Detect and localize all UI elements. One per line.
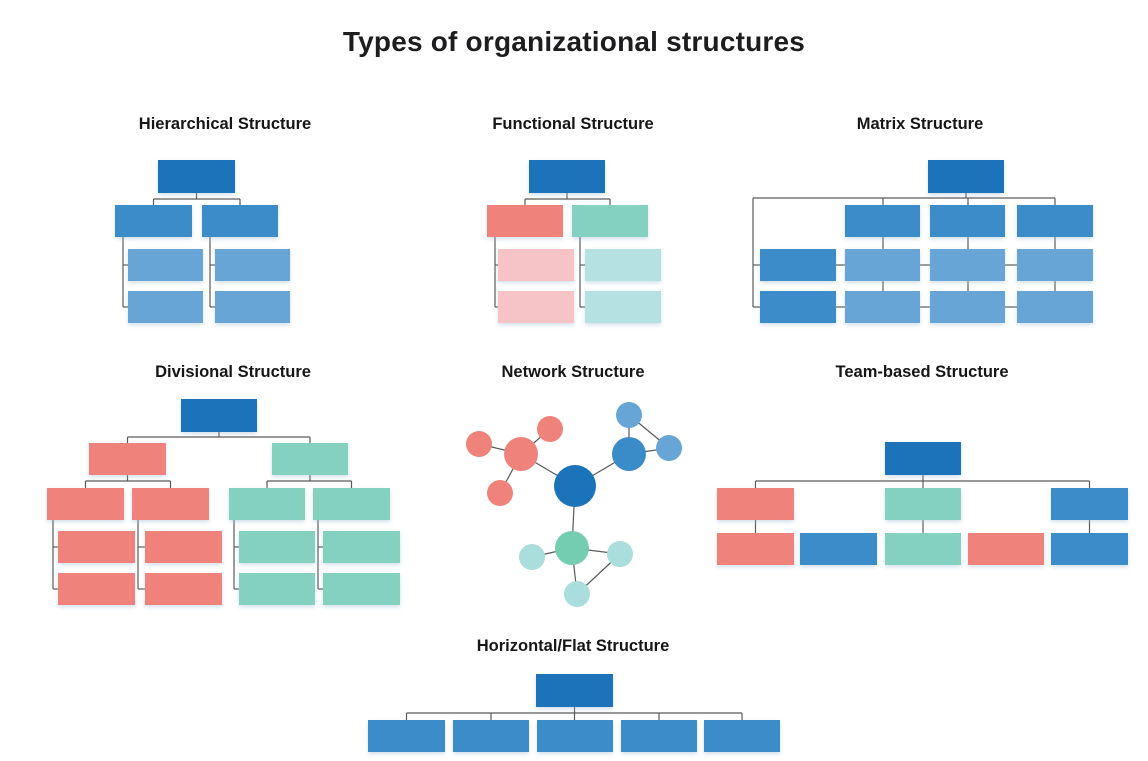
team-based-org-box bbox=[885, 488, 961, 520]
section-title-team-based: Team-based Structure bbox=[835, 363, 1009, 381]
network-graph-node bbox=[519, 544, 545, 570]
team-based-figure bbox=[717, 442, 1128, 565]
matrix-org-box bbox=[845, 291, 920, 323]
team-based-org-box bbox=[885, 533, 961, 565]
matrix-org-box bbox=[1017, 249, 1093, 281]
network-graph-node bbox=[504, 437, 538, 471]
hierarchical-org-box bbox=[158, 160, 235, 193]
team-based-org-box bbox=[1051, 488, 1128, 520]
matrix-org-box bbox=[760, 249, 836, 281]
horizontal-flat-org-box bbox=[704, 720, 780, 752]
matrix-figure bbox=[752, 160, 1093, 323]
divisional-org-box bbox=[323, 531, 400, 563]
hierarchical-org-box bbox=[128, 291, 203, 323]
section-title-matrix: Matrix Structure bbox=[856, 115, 984, 133]
network-graph-node bbox=[537, 416, 563, 442]
hierarchical-org-box bbox=[215, 291, 290, 323]
divisional-figure bbox=[47, 399, 400, 605]
divisional-org-box bbox=[272, 443, 348, 475]
matrix-org-box bbox=[930, 249, 1005, 281]
team-based-org-box bbox=[885, 442, 961, 475]
horizontal-flat-org-box bbox=[453, 720, 529, 752]
team-based-org-box bbox=[1051, 533, 1128, 565]
divisional-org-box bbox=[58, 531, 135, 563]
section-title-network: Network Structure bbox=[501, 363, 645, 381]
functional-org-box bbox=[585, 291, 661, 323]
section-title-divisional: Divisional Structure bbox=[155, 363, 311, 381]
divisional-org-box bbox=[145, 573, 222, 605]
functional-org-box bbox=[572, 205, 648, 237]
team-based-org-box bbox=[800, 533, 877, 565]
network-graph-node bbox=[554, 465, 596, 507]
horizontal-flat-org-box bbox=[621, 720, 697, 752]
network-graph-node bbox=[607, 541, 633, 567]
divisional-org-box bbox=[181, 399, 257, 432]
matrix-org-box bbox=[845, 249, 920, 281]
divisional-org-box bbox=[89, 443, 166, 475]
functional-org-box bbox=[529, 160, 605, 193]
matrix-org-box bbox=[928, 160, 1004, 193]
divisional-org-box bbox=[145, 531, 222, 563]
section-title-functional: Functional Structure bbox=[492, 115, 654, 133]
team-based-org-box bbox=[968, 533, 1044, 565]
matrix-org-box bbox=[930, 205, 1005, 237]
network-graph-node bbox=[564, 581, 590, 607]
functional-figure bbox=[487, 160, 661, 323]
network-graph-node bbox=[656, 435, 682, 461]
network-graph-node bbox=[616, 402, 642, 428]
functional-org-box bbox=[498, 291, 574, 323]
matrix-org-box bbox=[1017, 291, 1093, 323]
network-figure bbox=[466, 402, 682, 607]
horizontal-flat-org-box bbox=[536, 674, 613, 707]
divisional-org-box bbox=[58, 573, 135, 605]
divisional-org-box bbox=[239, 531, 315, 563]
functional-org-box bbox=[487, 205, 563, 237]
horizontal-flat-org-box bbox=[537, 720, 613, 752]
hierarchical-org-box bbox=[215, 249, 290, 281]
matrix-org-box bbox=[845, 205, 920, 237]
divisional-org-box bbox=[239, 573, 315, 605]
functional-org-box bbox=[585, 249, 661, 281]
divisional-org-box bbox=[313, 488, 390, 520]
functional-org-box bbox=[498, 249, 574, 281]
horizontal-flat-figure bbox=[368, 674, 780, 752]
section-title-hierarchical: Hierarchical Structure bbox=[138, 115, 312, 133]
page-title: Types of organizational structures bbox=[342, 26, 806, 57]
network-graph-node bbox=[487, 480, 513, 506]
hierarchical-org-box bbox=[202, 205, 278, 237]
divisional-org-box bbox=[323, 573, 400, 605]
divisional-org-box bbox=[47, 488, 124, 520]
hierarchical-org-box bbox=[128, 249, 203, 281]
team-based-org-box bbox=[717, 488, 794, 520]
team-based-org-box bbox=[717, 533, 794, 565]
hierarchical-org-box bbox=[115, 205, 192, 237]
hierarchical-figure bbox=[115, 160, 290, 323]
network-graph-node bbox=[612, 437, 646, 471]
horizontal-flat-org-box bbox=[368, 720, 445, 752]
divisional-org-box bbox=[132, 488, 209, 520]
matrix-org-box bbox=[930, 291, 1005, 323]
matrix-org-box bbox=[1017, 205, 1093, 237]
matrix-org-box bbox=[760, 291, 836, 323]
divisional-org-box bbox=[229, 488, 305, 520]
network-graph-node bbox=[466, 431, 492, 457]
section-title-horizontal-flat: Horizontal/Flat Structure bbox=[476, 637, 670, 655]
network-graph-node bbox=[555, 531, 589, 565]
